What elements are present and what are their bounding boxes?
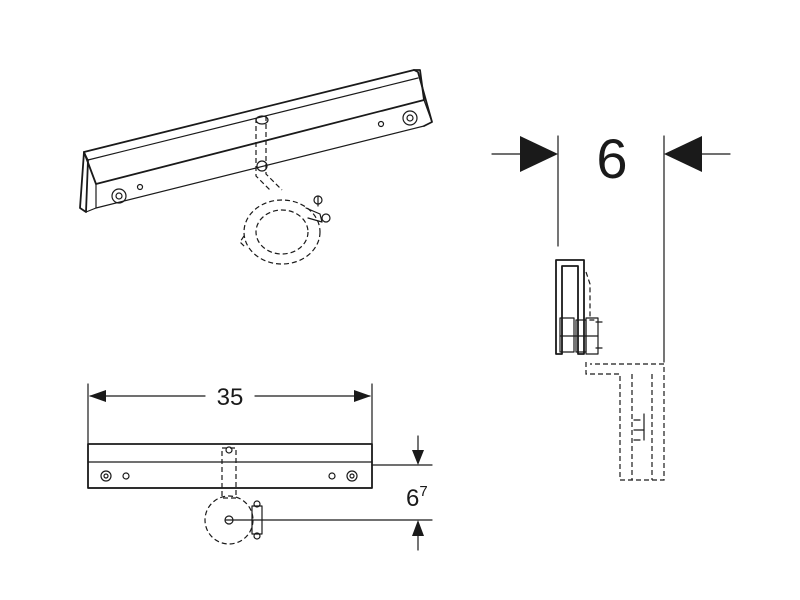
bolt-left-front [100, 470, 112, 482]
arrowhead-right [354, 390, 371, 402]
mounting-rail-side [555, 259, 603, 355]
pipe-clamp-front [204, 446, 433, 545]
dimension-width-label: 35 [217, 384, 244, 411]
pipe-clamp-iso [239, 115, 331, 265]
dimension-depth: 6 [491, 127, 731, 363]
mounting-rail-iso [79, 69, 433, 213]
side-view: 6 [491, 127, 731, 481]
pipe-stem-side [585, 362, 665, 481]
hole-right-front [328, 472, 336, 480]
front-view: 35 [87, 383, 433, 551]
arrowhead-depth-left [520, 136, 558, 172]
mounting-rail-front [87, 443, 373, 489]
isometric-view [79, 69, 433, 265]
bolt-right-front [346, 470, 358, 482]
hole-left-iso [136, 183, 144, 191]
bolt-left-iso [111, 188, 127, 204]
hole-right-iso [377, 120, 385, 128]
dimension-height: 67 [371, 435, 433, 551]
dimension-height-label: 67 [406, 483, 428, 512]
bolt-right-iso [402, 110, 418, 126]
dimension-width: 35 [87, 383, 373, 445]
arrowhead-down [412, 450, 424, 465]
arrowhead-up [412, 520, 424, 536]
hole-left-front [122, 472, 130, 480]
dimension-depth-label: 6 [596, 127, 627, 190]
arrowhead-depth-right [664, 136, 702, 172]
arrowhead-left [89, 390, 106, 402]
